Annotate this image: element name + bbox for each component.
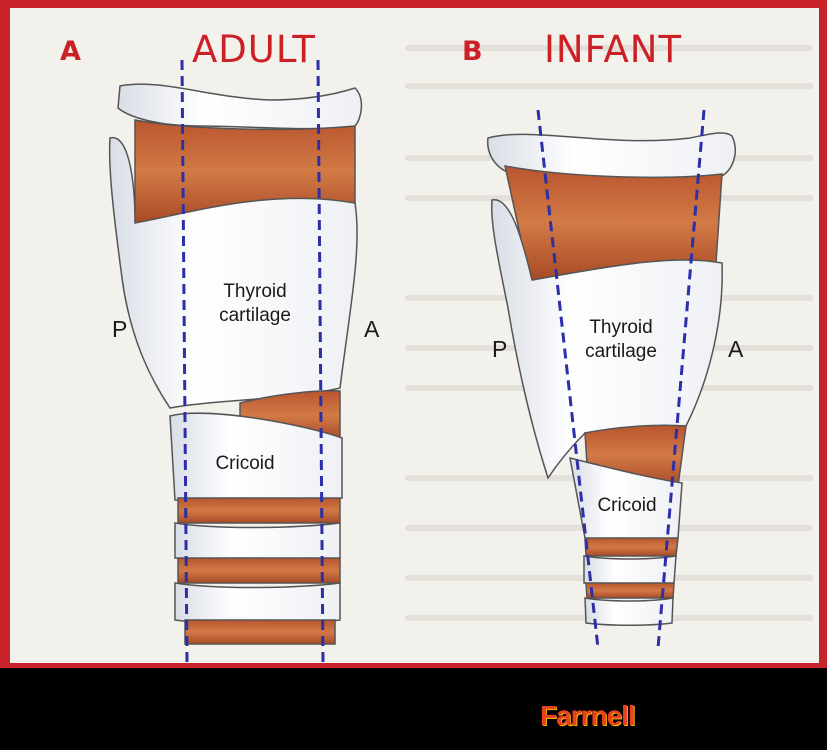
panel-b-letter: B <box>462 36 483 67</box>
figure-panel: A ADULT B INFANT P A Thyroid cartilage C… <box>10 8 819 663</box>
infant-trachea-ring-2 <box>584 556 676 585</box>
larynx-comparison-illustration <box>10 8 819 663</box>
credit-logo: Farrnell <box>540 700 635 732</box>
adult-posterior-label: P <box>112 316 127 343</box>
infant-trachea-ring-1 <box>585 538 678 556</box>
infant-cricoid-label: Cricoid <box>582 494 672 518</box>
adult-trachea-ring-2 <box>175 523 340 563</box>
adult-trachea-ring-3 <box>178 558 340 583</box>
adult-thyroid-label: Thyroid cartilage <box>200 280 310 328</box>
footer-bar <box>0 668 827 750</box>
adult-larynx-illustration <box>110 84 362 644</box>
adult-cricoid-label: Cricoid <box>200 452 290 476</box>
adult-trachea-ring-1 <box>178 498 340 523</box>
infant-posterior-label: P <box>492 336 507 363</box>
adult-trachea-ring-4 <box>175 583 340 625</box>
panel-a-title: ADULT <box>192 28 316 71</box>
infant-larynx-illustration <box>488 133 736 625</box>
panel-a-letter: A <box>60 36 81 67</box>
infant-thyroid-label: Thyroid cartilage <box>566 316 676 364</box>
adult-anterior-label: A <box>364 316 379 343</box>
panel-b-title: INFANT <box>544 28 682 71</box>
infant-anterior-label: A <box>728 336 743 363</box>
infant-trachea-ring-3 <box>586 583 674 598</box>
adult-trachea-ring-5 <box>185 620 335 644</box>
adult-hyoid <box>118 84 361 129</box>
